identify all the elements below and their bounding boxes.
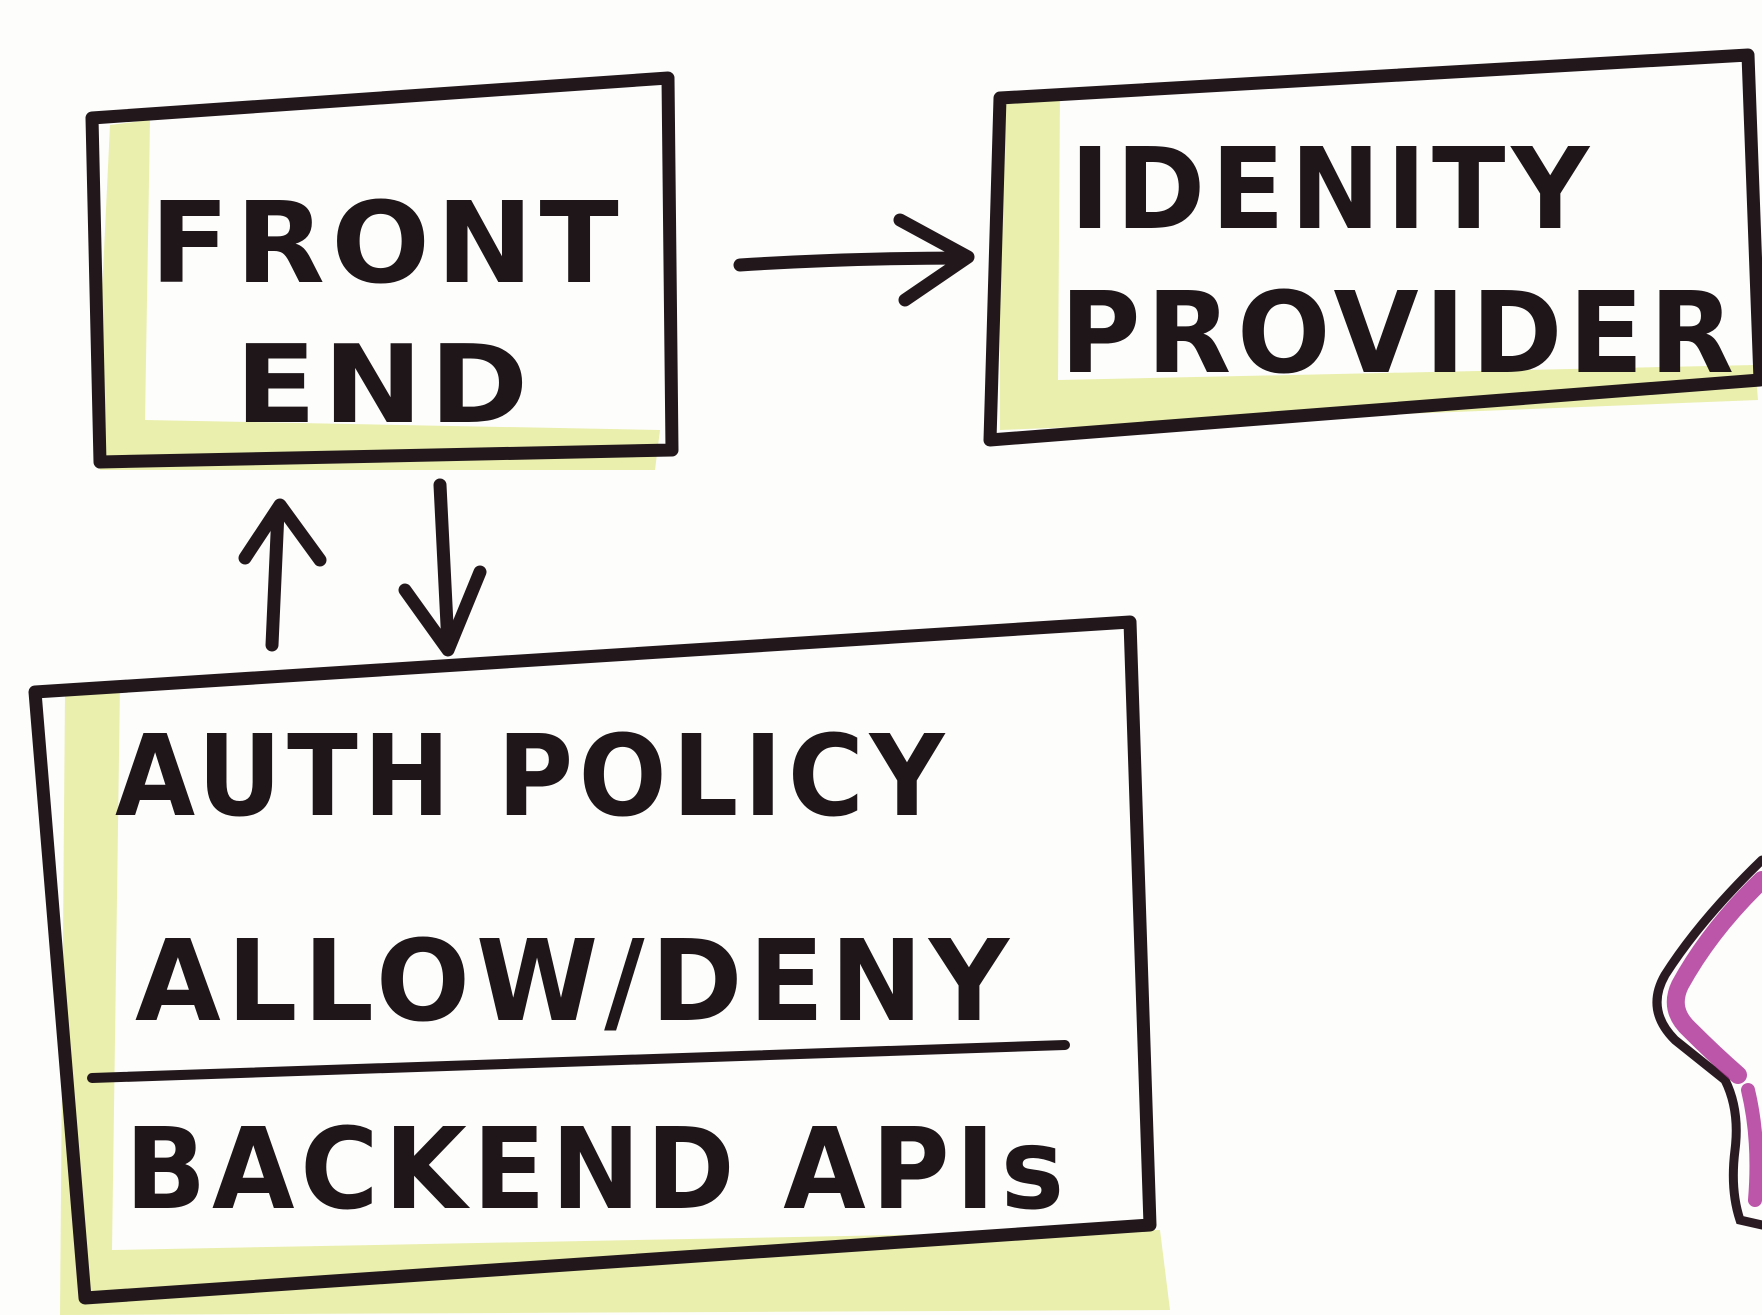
edge-auth-to-frontend [238, 498, 327, 652]
frontend-highlight [95, 120, 660, 470]
arrow-shaft [733, 251, 972, 272]
frontend-label-line1: FRONT [150, 179, 625, 309]
frontend-label-line2: END [235, 323, 535, 448]
auth-highlight [60, 685, 1170, 1315]
auth-divider [87, 1040, 1070, 1083]
frontend-node: FRONT END [85, 71, 679, 470]
arrow-head [893, 213, 975, 307]
idp-highlight [1000, 92, 1758, 430]
frontend-box [85, 71, 679, 469]
up-arrow-head [238, 498, 327, 567]
down-arrow-shaft [433, 478, 455, 652]
partial-figure-sketch [1652, 855, 1762, 1230]
auth-label-line1: AUTH POLICY [115, 712, 950, 842]
down-arrow-head [398, 565, 487, 657]
up-arrow-shaft [265, 505, 285, 652]
auth-box [28, 615, 1157, 1305]
idp-box [983, 48, 1762, 447]
idp-node: IDENITY PROVIDER [983, 48, 1762, 447]
idp-label-line2: PROVIDER [1060, 269, 1740, 399]
auth-label-line2: ALLOW/DENY [135, 917, 1015, 1047]
idp-label-line1: IDENITY [1070, 125, 1595, 255]
edge-frontend-to-auth [398, 478, 487, 657]
edge-frontend-to-idp [733, 213, 975, 307]
auth-node: AUTH POLICY ALLOW/DENY BACKEND APIs [28, 615, 1170, 1315]
auth-label-line3: BACKEND APIs [125, 1105, 1070, 1235]
